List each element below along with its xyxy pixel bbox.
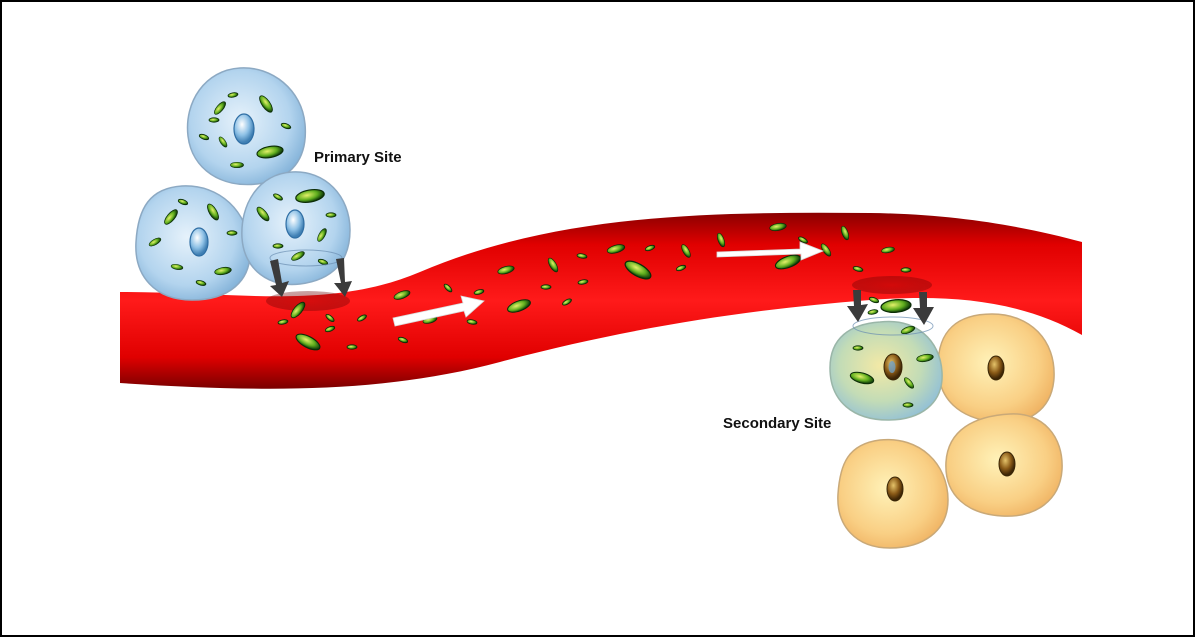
secondary-cell-top-right	[938, 314, 1054, 423]
primary-cell-right	[242, 172, 350, 285]
vessel-entry-pore	[266, 291, 350, 311]
primary-site-label: Primary Site	[314, 149, 402, 166]
secondary-cell-bottom-right	[946, 414, 1062, 516]
vessel-exit-pore	[852, 276, 932, 294]
secondary-site-label: Secondary Site	[723, 415, 831, 432]
